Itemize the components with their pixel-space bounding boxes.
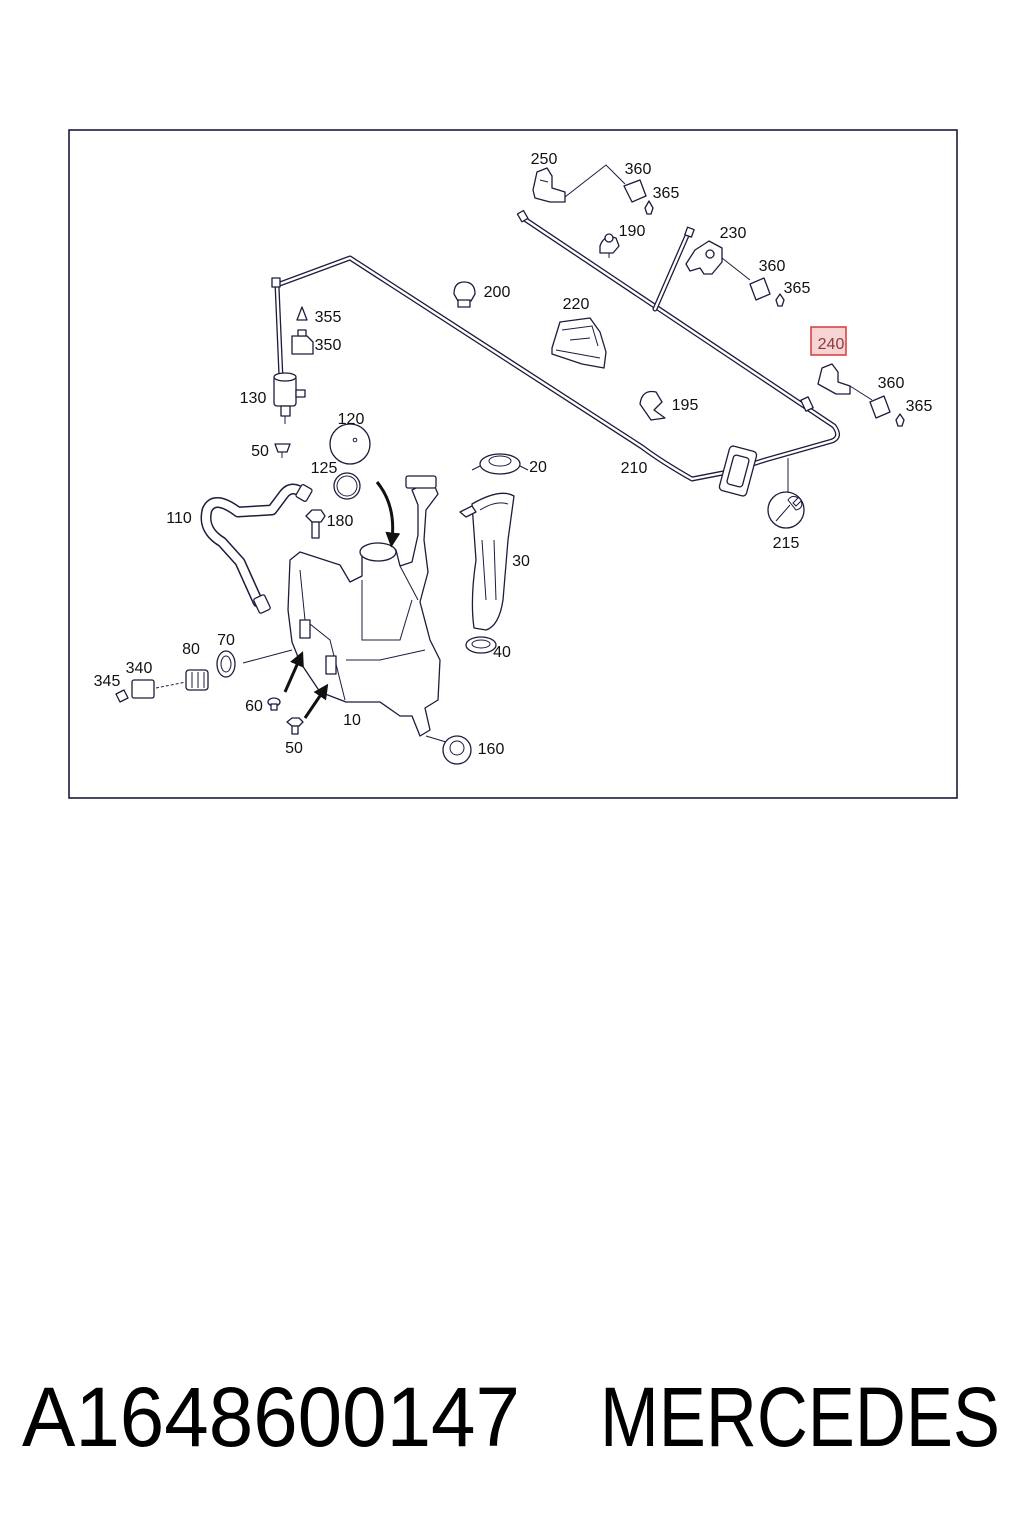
callout-210: 210 (621, 460, 648, 477)
callout-365: 365 (906, 398, 933, 415)
washer-hose-210 (271, 209, 840, 482)
seal-40 (465, 636, 497, 654)
callout-340: 340 (126, 660, 153, 677)
callout-230: 230 (720, 225, 747, 242)
clip-195 (639, 390, 666, 421)
level-sensor-80 (185, 669, 209, 691)
part-number: A1648600147 (22, 1370, 520, 1464)
grommet-50-a (274, 443, 291, 458)
cap-360-a (623, 179, 647, 203)
callout-50: 50 (251, 443, 269, 460)
bracket-220 (551, 317, 607, 369)
wrench-icon (767, 491, 805, 529)
callout-160: 160 (478, 741, 505, 758)
bolt-180 (305, 509, 326, 539)
callout-30: 30 (512, 553, 530, 570)
bolt-60 (267, 697, 281, 711)
filler-neck-30 (459, 492, 515, 631)
brand-name: MERCEDES (600, 1370, 1000, 1464)
callout-360: 360 (759, 258, 786, 275)
arrow-sensor-to-tank (283, 651, 304, 693)
callout-10: 10 (343, 712, 361, 729)
callout-220: 220 (563, 296, 590, 313)
clip-200 (453, 281, 476, 308)
callout-360: 360 (878, 375, 905, 392)
callout-50: 50 (285, 740, 303, 757)
connector-350 (291, 329, 314, 355)
callout-110: 110 (166, 510, 192, 527)
callout-highlight-box (810, 326, 847, 356)
callout-120: 120 (338, 411, 365, 428)
callout-365: 365 (653, 185, 680, 202)
callout-130: 130 (240, 390, 267, 407)
callout-355: 355 (315, 309, 342, 326)
callout-180: 180 (327, 513, 354, 530)
bracket-230 (685, 240, 751, 281)
callout-40: 40 (493, 644, 511, 661)
arrow-bolt-to-tank (303, 683, 329, 719)
leader-line-sensor (242, 649, 293, 664)
callout-365: 365 (784, 280, 811, 297)
valve-365-b (775, 293, 785, 307)
callout-70: 70 (217, 632, 235, 649)
callout-250: 250 (531, 151, 558, 168)
grommet-160 (442, 735, 472, 765)
callout-200: 200 (484, 284, 511, 301)
nozzle-240 (817, 363, 873, 401)
bolt-50-b (286, 717, 304, 735)
clip-190 (599, 233, 620, 258)
callout-350: 350 (315, 337, 342, 354)
filler-cap-20 (471, 453, 529, 475)
grommet-215 (718, 445, 789, 497)
callout-195: 195 (672, 397, 699, 414)
diagram-frame (68, 129, 958, 799)
seal-125 (333, 472, 361, 500)
callout-190: 190 (619, 223, 646, 240)
connector-340 (131, 679, 155, 699)
callout-215: 215 (773, 535, 800, 552)
cap-120 (329, 423, 371, 465)
arrow-cap-to-tank (375, 481, 401, 548)
callout-80: 80 (182, 641, 200, 658)
pump-130 (273, 372, 306, 424)
cap-345 (115, 689, 129, 703)
callout-60: 60 (245, 698, 263, 715)
washer-tank-10 (287, 475, 447, 743)
cap-360-c (869, 395, 891, 419)
valve-365-a (644, 200, 654, 215)
valve-365-c (895, 413, 905, 427)
callout-20: 20 (529, 459, 547, 476)
callout-125: 125 (311, 460, 338, 477)
callout-360: 360 (625, 161, 652, 178)
nozzle-250 (532, 164, 626, 203)
filter-355 (296, 306, 308, 321)
callout-345: 345 (94, 673, 121, 690)
seal-70 (216, 650, 236, 678)
callout-240: 240 (818, 336, 845, 353)
hose-110 (200, 483, 313, 614)
cap-360-b (749, 277, 771, 301)
leader-line-connector (155, 681, 187, 689)
